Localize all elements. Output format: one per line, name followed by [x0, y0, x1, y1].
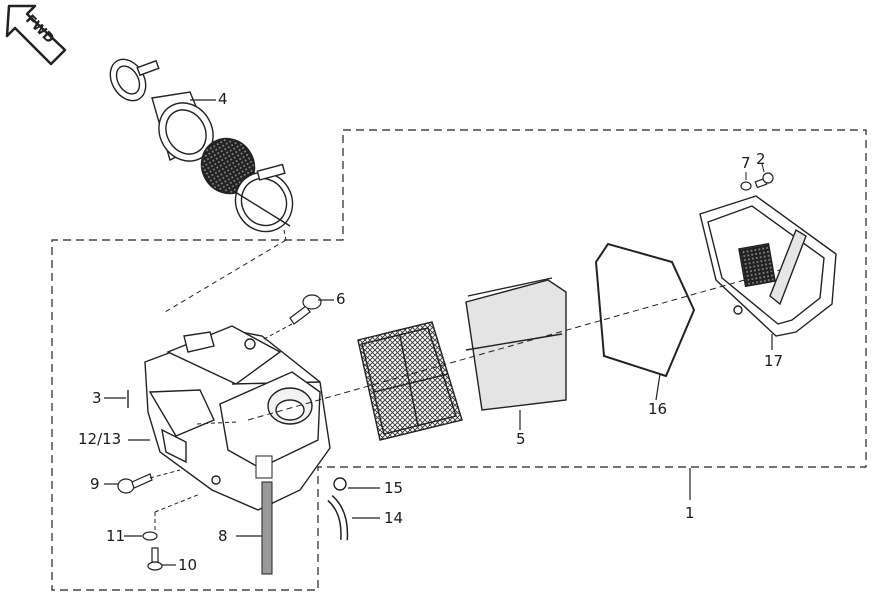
callout-9: 9	[90, 475, 100, 493]
callout-16: 16	[648, 400, 668, 418]
callout-15: 15	[384, 479, 404, 497]
callout-10: 10	[178, 556, 198, 574]
part-17-cover	[699, 195, 837, 337]
callout-3: 3	[92, 389, 102, 407]
part-10-screw	[147, 547, 163, 571]
assembly-boundary	[51, 129, 867, 591]
part-16-gasket	[594, 242, 696, 378]
callout-4: 4	[218, 90, 228, 108]
part-8-strip	[261, 481, 273, 575]
part-5-filter-element	[357, 277, 567, 441]
callout-6: 6	[336, 290, 346, 308]
part-11-washer	[142, 531, 158, 541]
callout-14: 14	[384, 509, 404, 527]
callout-11: 11	[106, 527, 126, 545]
callout-17: 17	[764, 352, 784, 370]
part-6-bolt	[289, 294, 322, 325]
callout-12-13: 12/13	[78, 430, 122, 448]
part-4-intake-duct	[109, 58, 294, 233]
part-2-screw	[754, 172, 774, 189]
part-7-washer	[740, 181, 752, 191]
part-12-13-airbox-housing	[144, 325, 331, 511]
part-15-clip	[333, 477, 347, 491]
callout-1: 1	[685, 504, 695, 522]
callout-2: 2	[756, 150, 766, 168]
callout-5: 5	[516, 430, 526, 448]
part-9-bolt	[117, 473, 153, 494]
callout-7: 7	[741, 154, 751, 172]
callout-8: 8	[218, 527, 228, 545]
fwd-arrow-icon: FWD	[5, 4, 67, 66]
